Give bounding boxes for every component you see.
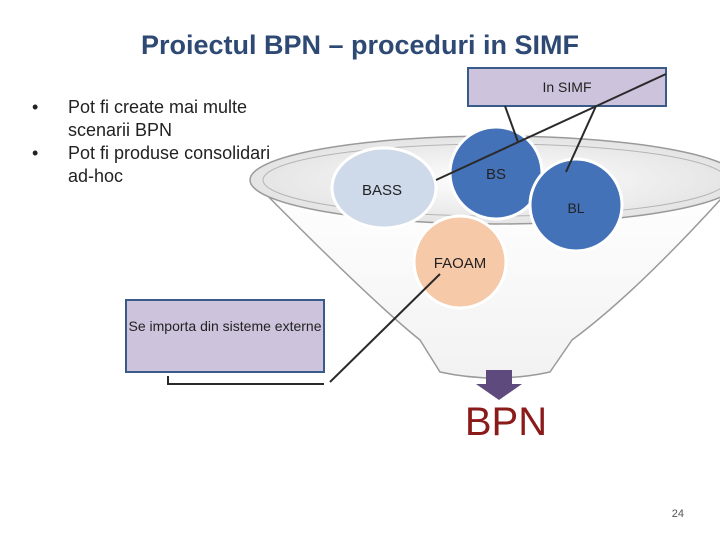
simf-box-label: In SIMF	[542, 79, 592, 95]
slide-title: Proiectul BPN – proceduri in SIMF	[140, 30, 580, 60]
connector-line	[565, 105, 597, 173]
bullet-item: Pot fi produse consolidari ad-hoc	[30, 142, 280, 188]
bullet-list: Pot fi create mai multe scenarii BPN Pot…	[30, 96, 280, 188]
page-number: 24	[671, 508, 684, 520]
import-box-label: Se importa din sisteme externe	[128, 318, 322, 334]
circle-faoam	[412, 214, 508, 310]
down-arrow-icon	[476, 370, 522, 400]
circle-label-faoam: FAOAM	[433, 255, 487, 272]
circle-label-bl: BL	[567, 200, 585, 216]
connector-line	[329, 273, 441, 383]
circle-label-bs: BS	[485, 166, 506, 183]
simf-box	[467, 67, 667, 107]
bullet-item: Pot fi create mai multe scenarii BPN	[30, 96, 280, 142]
connector-line	[504, 105, 519, 143]
circle-bass	[330, 146, 438, 230]
circle-label-bass: BASS	[361, 182, 403, 199]
circle-bl	[528, 157, 624, 253]
connector-line	[435, 73, 667, 181]
import-bracket	[167, 376, 324, 385]
output-label: BPN	[464, 400, 548, 444]
import-box	[125, 299, 325, 373]
